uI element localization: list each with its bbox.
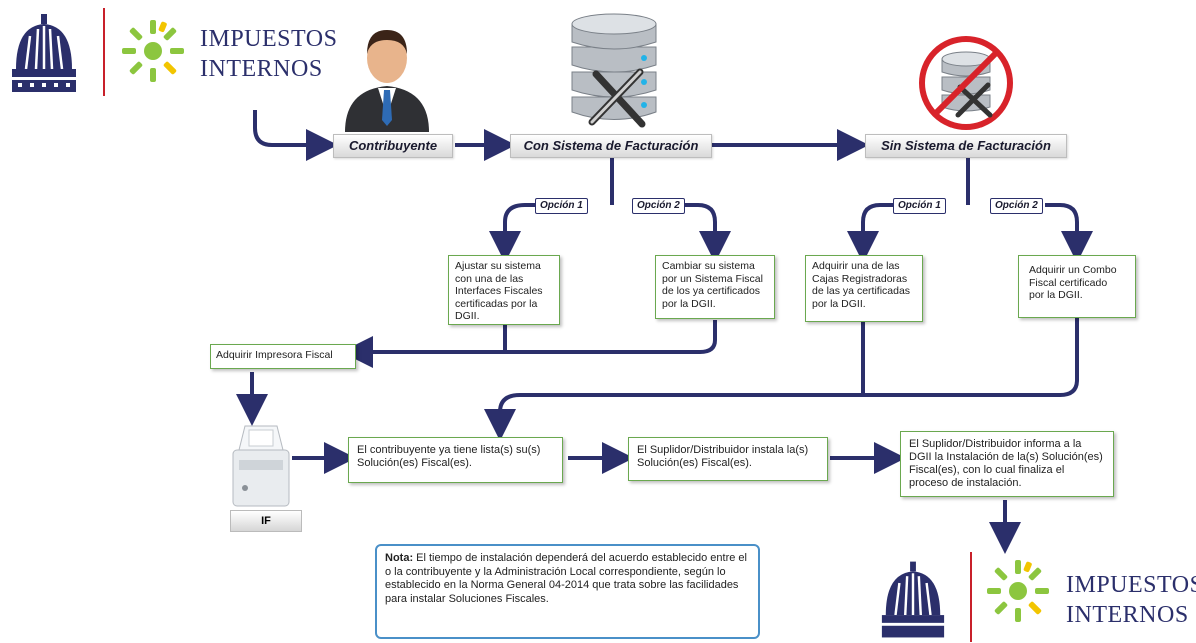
option-1-sin: Opción 1 [893, 198, 946, 214]
category-con-sistema: Con Sistema de Facturación [510, 134, 712, 158]
database-tools-icon [571, 13, 657, 128]
sunburst-icon [987, 560, 1049, 622]
box-cambiar-sistema: Cambiar su sistema por un Sistema Fiscal… [655, 255, 775, 319]
option-2-con: Opción 2 [632, 198, 685, 214]
category-sin-sistema: Sin Sistema de Facturación [865, 134, 1067, 158]
logo-divider [103, 8, 105, 96]
note-label: Nota: [385, 552, 414, 564]
if-label: IF [230, 510, 302, 532]
box-suplidor-informa: El Suplidor/Distribuidor informa a la DG… [900, 431, 1114, 497]
box-suplidor-instala: El Suplidor/Distribuidor instala la(s) S… [628, 437, 828, 481]
printer-icon [232, 425, 290, 507]
box-combo-fiscal: Adquirir un Combo Fiscal certificado por… [1018, 255, 1136, 318]
option-1-con: Opción 1 [535, 198, 588, 214]
sunburst-icon [122, 20, 184, 82]
note-box: Nota: El tiempo de instalación dependerá… [375, 544, 760, 639]
category-contribuyente: Contribuyente [333, 134, 453, 158]
option-2-sin: Opción 2 [990, 198, 1043, 214]
box-solucion-lista: El contribuyente ya tiene lista(s) su(s)… [348, 437, 563, 483]
no-database-icon [919, 36, 1013, 130]
dome-icon [12, 14, 76, 92]
box-cajas-registradoras: Adquirir una de las Cajas Registradoras … [805, 255, 923, 322]
logo-divider [970, 552, 972, 642]
dome-icon [881, 561, 945, 638]
person-icon [345, 30, 429, 132]
note-text: El tiempo de instalación dependerá del a… [385, 552, 747, 605]
box-impresora-fiscal: Adquirir Impresora Fiscal [210, 344, 356, 369]
box-ajustar-sistema: Ajustar su sistema con una de las Interf… [448, 255, 560, 325]
